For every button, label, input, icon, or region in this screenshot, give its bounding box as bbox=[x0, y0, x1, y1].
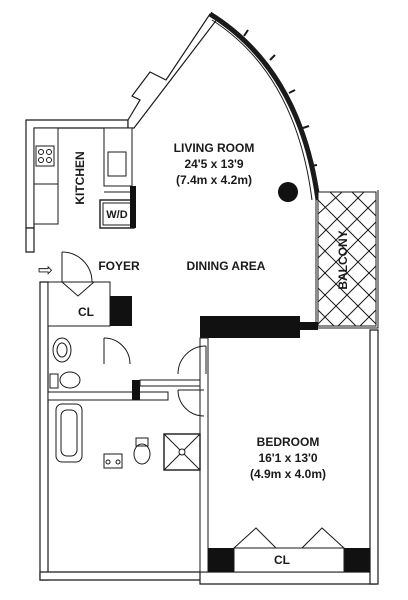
bedroom-name: BEDROOM bbox=[257, 435, 320, 449]
bedroom-closet bbox=[208, 527, 370, 573]
kitchen-label: KITCHEN bbox=[73, 151, 87, 204]
balcony-label: BALCONY bbox=[336, 230, 350, 289]
kitchen-fixtures bbox=[33, 127, 136, 229]
foyer-label: FOYER bbox=[98, 259, 140, 273]
bedroom-dims-m: (4.9m x 4.0m) bbox=[250, 467, 326, 481]
living-room-dims-ft: 24'5 x 13'9 bbox=[184, 157, 243, 171]
column bbox=[278, 182, 298, 202]
foyer-closet-label: CL bbox=[78, 305, 94, 319]
foyer-closet bbox=[47, 281, 132, 327]
interior-doors bbox=[103, 337, 207, 417]
bedroom-dims-ft: 16'1 x 13'0 bbox=[258, 451, 317, 465]
living-room-dims-m: (7.4m x 4.2m) bbox=[176, 173, 252, 187]
entry-arrow-icon: ⇨ bbox=[38, 260, 53, 281]
bedroom-closet-label: CL bbox=[274, 553, 290, 567]
exterior-walls bbox=[25, 13, 379, 585]
interior-walls bbox=[47, 316, 318, 573]
bathroom-fixtures bbox=[55, 403, 201, 471]
washer-dryer-label: W/D bbox=[106, 209, 127, 221]
powder-room-fixtures bbox=[49, 337, 81, 389]
living-room-name: LIVING ROOM bbox=[174, 141, 255, 155]
entry-door bbox=[61, 251, 93, 283]
dining-area-label: DINING AREA bbox=[187, 259, 266, 273]
curved-window-wall bbox=[208, 11, 321, 201]
balcony-lattice bbox=[317, 191, 377, 327]
